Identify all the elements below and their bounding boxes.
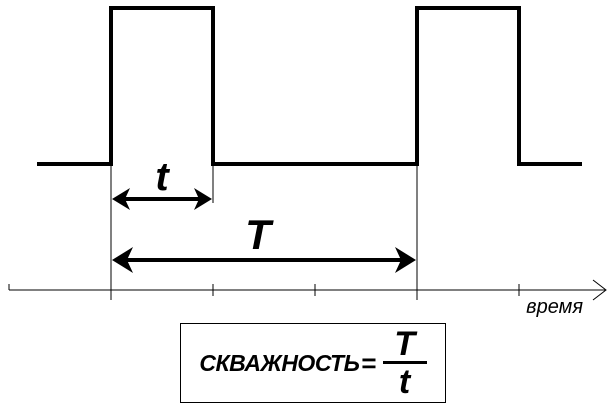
- duty-cycle-formula-box: СКВАЖНОСТЬ = T t: [180, 323, 446, 403]
- formula-denominator: t: [398, 363, 411, 401]
- time-axis-label: время: [526, 296, 583, 318]
- pulse-width-arrow: [112, 188, 212, 210]
- formula-fraction: T t: [382, 325, 427, 401]
- fraction-bar: [382, 361, 427, 364]
- formula-equals-sign: =: [361, 347, 377, 378]
- time-axis-arrowhead: [592, 279, 607, 301]
- formula-name: СКВАЖНОСТЬ: [199, 349, 360, 376]
- period-arrow: [112, 247, 416, 273]
- period-label: T: [245, 211, 274, 258]
- pulse-waveform: [37, 6, 582, 166]
- time-axis-ticks: [8, 284, 520, 296]
- formula-numerator: T: [394, 325, 415, 363]
- pulse-width-label: t: [155, 155, 170, 199]
